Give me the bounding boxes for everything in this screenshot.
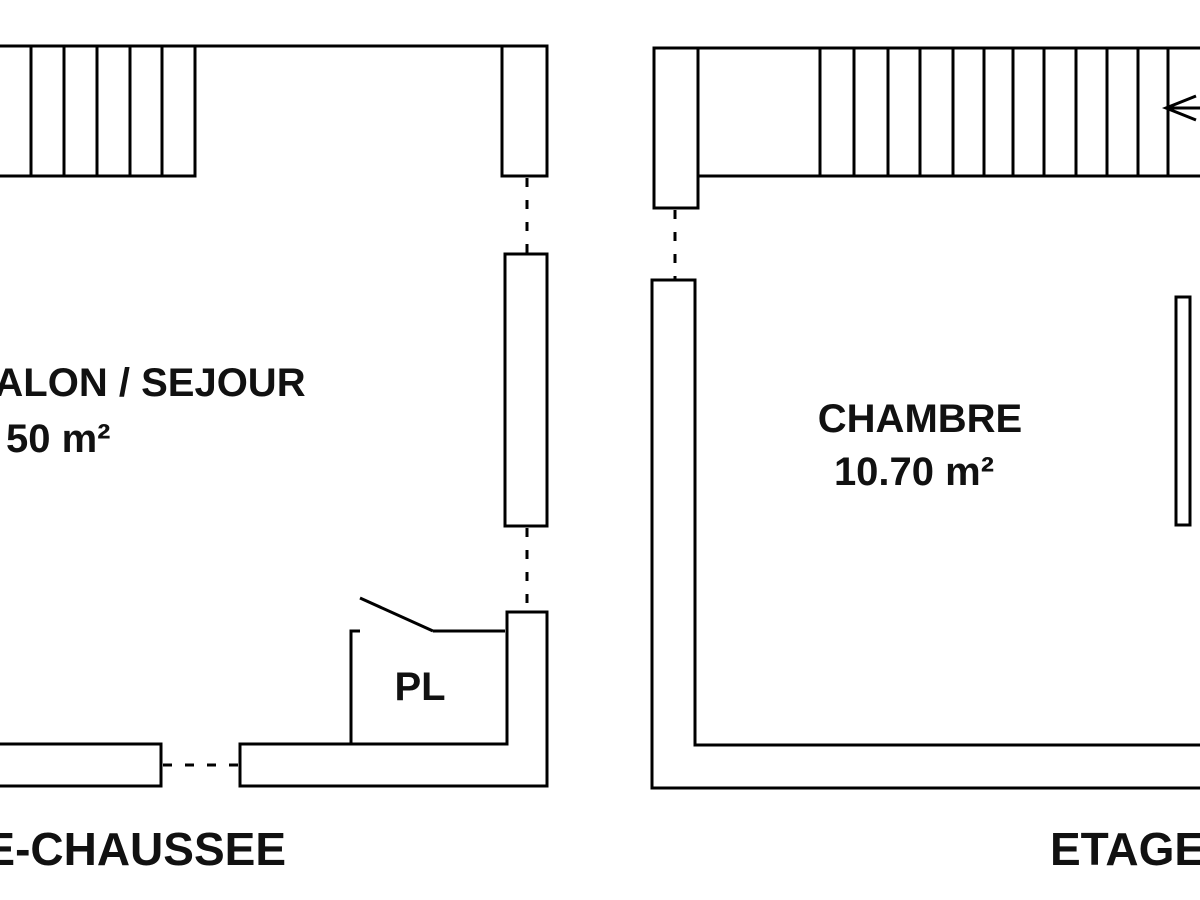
closet <box>349 596 505 744</box>
ground-floor-staircase <box>0 44 197 178</box>
ground-floor-title: DE-CHAUSSEE <box>0 823 286 875</box>
bedroom-area: 10.70 m² <box>834 450 994 494</box>
ground-floor-plan: ALON / SEJOUR 50 m² PL DE-CHAUSSEE <box>0 44 549 875</box>
closet-door-swing <box>359 596 434 633</box>
ground-floor-bottom-right-wall <box>238 610 549 788</box>
arrow-left-icon <box>1161 94 1200 122</box>
living-room-name: ALON / SEJOUR <box>0 361 306 405</box>
ground-floor-corner-pillar <box>500 44 549 178</box>
ground-floor-bottom-left-wall <box>0 742 163 788</box>
upper-floor-corner-pillar <box>652 46 700 210</box>
upper-floor-partition <box>1174 295 1192 527</box>
upper-floor-title: ETAGE <box>1050 823 1200 875</box>
living-room-area: 50 m² <box>6 417 111 461</box>
upper-floor-plan: CHAMBRE 10.70 m² ETAGE <box>650 46 1200 875</box>
upper-floor-outer-wall <box>650 278 1200 790</box>
bedroom-name: CHAMBRE <box>818 397 1022 441</box>
upper-floor-staircase <box>818 46 1200 178</box>
ground-floor-right-wall <box>503 252 549 528</box>
closet-label: PL <box>394 665 445 709</box>
